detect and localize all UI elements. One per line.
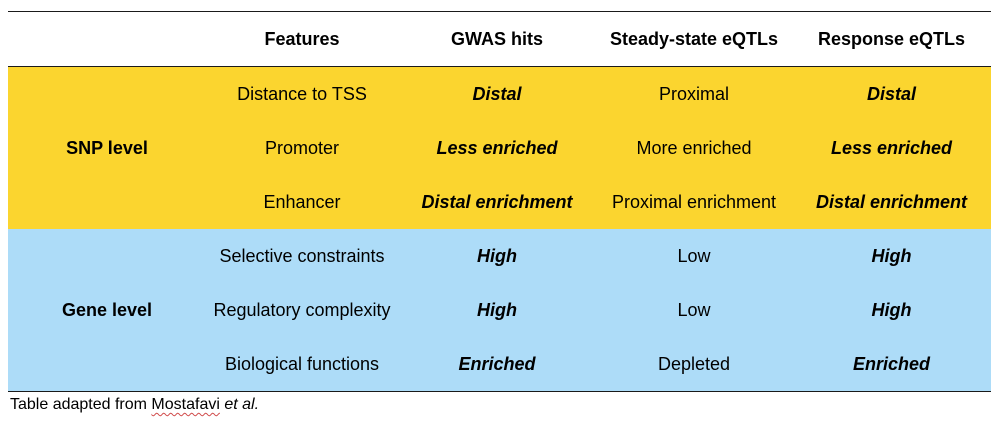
table-header-row: Features GWAS hits Steady-state eQTLs Re… (8, 12, 991, 66)
gene-level-group: Gene level Selective constraints High Lo… (8, 229, 991, 391)
steady-state-cell: Proximal (658, 83, 729, 104)
table-row: Biological functions Enriched Depleted E… (8, 337, 991, 391)
header-rule (8, 66, 991, 67)
table-row: Distance to TSS Distal Proximal Distal (8, 67, 991, 121)
table-row: Regulatory complexity High Low High (8, 283, 991, 337)
table-row: Promoter Less enriched More enriched Les… (8, 121, 991, 175)
steady-state-cell: Proximal enrichment (611, 191, 777, 212)
gwas-cell: Less enriched (436, 137, 558, 158)
header-response-eqtls: Response eQTLs (817, 28, 966, 49)
response-cell: High (871, 299, 912, 320)
table-top-rule (8, 11, 991, 12)
header-features: Features (264, 28, 340, 49)
response-cell: Enriched (852, 353, 931, 374)
response-cell: Distal enrichment (815, 191, 968, 212)
feature-cell: Regulatory complexity (213, 299, 391, 320)
caption-et-al: et al. (224, 396, 260, 413)
table-caption: Table adapted from Mostafavi et al. (10, 396, 259, 414)
gwas-cell: High (477, 245, 517, 266)
feature-cell: Enhancer (263, 191, 341, 212)
caption-author: Mostafavi (151, 396, 220, 413)
steady-state-cell: Low (677, 245, 711, 266)
gwas-cell: Enriched (458, 353, 536, 374)
feature-cell: Biological functions (224, 353, 380, 374)
table-row: Enhancer Distal enrichment Proximal enri… (8, 175, 991, 229)
steady-state-cell: Low (677, 299, 711, 320)
gwas-cell: High (477, 299, 517, 320)
response-cell: High (871, 245, 912, 266)
feature-cell: Promoter (264, 137, 340, 158)
table-bottom-rule (8, 391, 991, 392)
header-gwas-hits: GWAS hits (450, 28, 543, 49)
caption-prefix: Table adapted from (10, 396, 152, 413)
group-label-gene-level: Gene level (61, 299, 153, 320)
feature-cell: Selective constraints (219, 245, 385, 266)
feature-cell: Distance to TSS (237, 83, 367, 104)
steady-state-cell: More enriched (636, 137, 752, 158)
response-cell: Less enriched (830, 137, 953, 158)
gwas-cell: Distal enrichment (421, 191, 573, 212)
table-row: Selective constraints High Low High (8, 229, 991, 283)
comparison-table: Features GWAS hits Steady-state eQTLs Re… (8, 11, 991, 392)
response-cell: Distal (866, 83, 917, 104)
group-label-snp-level: SNP level (66, 137, 148, 158)
steady-state-cell: Depleted (657, 353, 731, 374)
snp-level-group: SNP level Distance to TSS Distal Proxima… (8, 67, 991, 229)
header-steady-state-eqtls: Steady-state eQTLs (609, 28, 779, 49)
gwas-cell: Distal (472, 83, 522, 104)
